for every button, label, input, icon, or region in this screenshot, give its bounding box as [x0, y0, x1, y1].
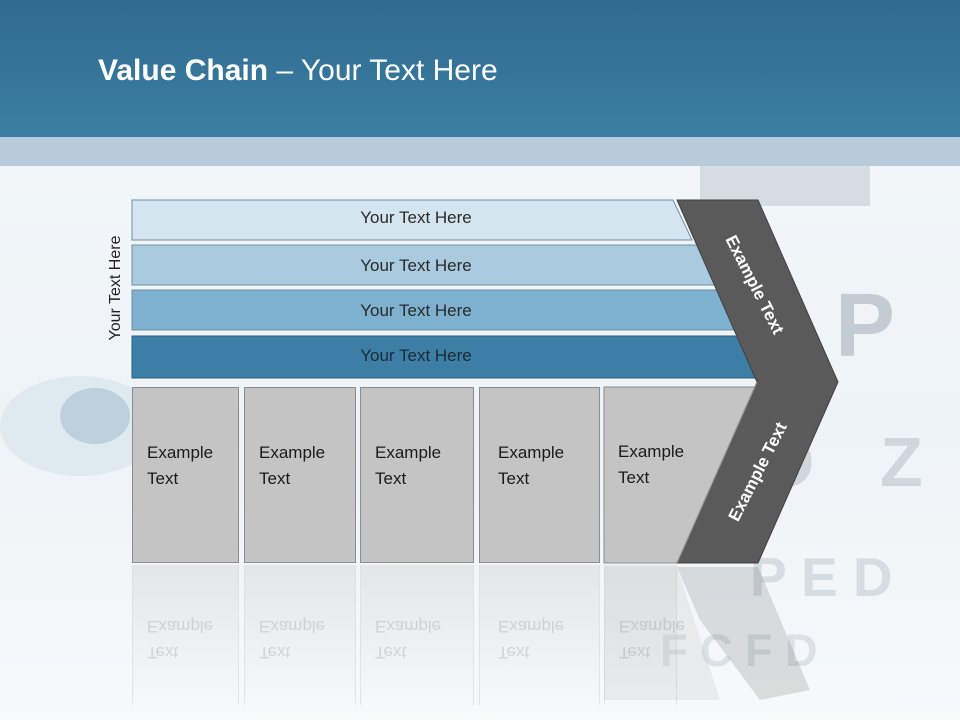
- svg-text:P E D: P E D: [750, 546, 893, 608]
- bar-label-4: Your Text Here: [360, 346, 472, 365]
- support-bar-1: [131, 199, 693, 241]
- bar-label-2: Your Text Here: [360, 256, 472, 275]
- last-box-reflection: [604, 567, 720, 700]
- arrow-reflection: [677, 567, 810, 700]
- svg-text:Z: Z: [880, 423, 923, 501]
- bar-label-1: Your Text Here: [360, 208, 472, 227]
- title-rest-part: – Your Text Here: [268, 54, 498, 87]
- title-bold-part: Value Chain: [98, 54, 269, 87]
- svg-text:F C F D: F C F D: [660, 625, 817, 676]
- page-title: Value Chain – Your Text Here: [98, 54, 498, 88]
- header-bar: [0, 0, 960, 137]
- bar-label-3: Your Text Here: [360, 301, 472, 320]
- header-band: [0, 137, 960, 166]
- svg-text:P: P: [835, 276, 895, 376]
